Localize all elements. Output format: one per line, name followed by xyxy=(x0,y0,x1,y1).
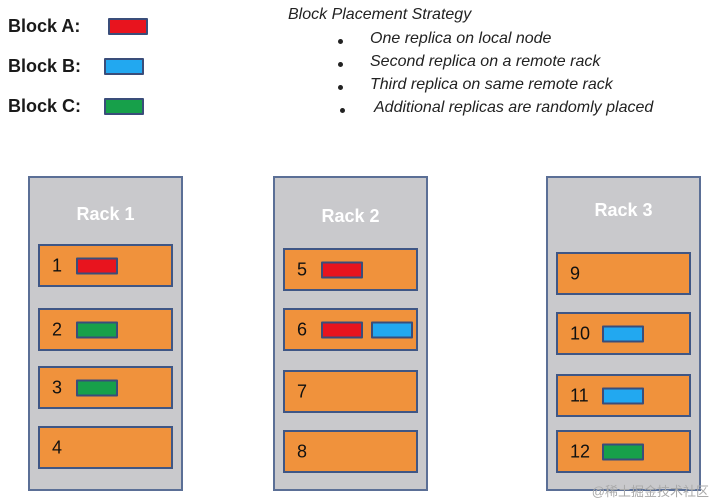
block-a-replica xyxy=(321,261,363,278)
block-b-replica xyxy=(602,325,644,342)
node-number: 2 xyxy=(52,319,63,339)
block-c-replica xyxy=(76,379,118,396)
block-c-replica xyxy=(76,321,118,338)
rack-title: Rack 2 xyxy=(321,206,380,226)
watermark: @稀土掘金技术社区 xyxy=(591,484,709,499)
node-10: 10 xyxy=(556,312,691,355)
rack-2: Rack 2 5 6 7 8 xyxy=(273,176,428,491)
node-number: 6 xyxy=(297,319,308,339)
node-7: 7 xyxy=(283,370,418,413)
legend-swatch xyxy=(104,98,144,115)
block-c-replica xyxy=(602,443,644,460)
node-number: 8 xyxy=(297,441,308,461)
strategy-item-text: Third replica on same remote rack xyxy=(370,76,613,93)
block-a-replica xyxy=(76,257,118,274)
rack-title: Rack 3 xyxy=(594,200,653,220)
block-a-replica xyxy=(321,321,363,338)
legend-row: Block A: xyxy=(8,12,158,42)
legend-row: Block C: xyxy=(8,92,158,122)
legend-swatch xyxy=(108,18,148,35)
node-number: 10 xyxy=(570,323,591,343)
bullet-icon xyxy=(338,39,343,44)
block-b-replica xyxy=(371,321,413,338)
node-number: 1 xyxy=(52,255,63,275)
node-3: 3 xyxy=(38,366,173,409)
node-number: 11 xyxy=(570,385,589,405)
strategy-title: Block Placement Strategy xyxy=(288,6,472,23)
strategy-item-text: Additional replicas are randomly placed xyxy=(374,99,654,116)
legend-label: Block B: xyxy=(8,56,82,76)
legend-row: Block B: xyxy=(8,52,158,82)
node-number: 7 xyxy=(297,381,308,401)
node-1: 1 xyxy=(38,244,173,287)
node-9: 9 xyxy=(556,252,691,295)
rack-title: Rack 1 xyxy=(76,204,135,224)
legend-swatch xyxy=(104,58,144,75)
node-number: 3 xyxy=(52,377,63,397)
bullet-icon xyxy=(338,85,343,90)
node-number: 12 xyxy=(570,441,591,461)
rack-3: Rack 3 9 10 11 12 xyxy=(546,176,701,491)
node-6: 6 xyxy=(283,308,418,351)
node-4: 4 xyxy=(38,426,173,469)
node-number: 9 xyxy=(570,263,581,283)
rack-1: Rack 1 1 2 3 4 xyxy=(28,176,183,491)
bullet-icon xyxy=(340,108,345,113)
bullet-icon xyxy=(338,62,343,67)
node-12: 12 xyxy=(556,430,691,473)
block-b-replica xyxy=(602,387,644,404)
strategy-item-text: Second replica on a remote rack xyxy=(370,53,601,70)
node-number: 4 xyxy=(52,437,63,457)
node-2: 2 xyxy=(38,308,173,351)
node-8: 8 xyxy=(283,430,418,473)
node-number: 5 xyxy=(297,259,308,279)
node-5: 5 xyxy=(283,248,418,291)
legend-label: Block C: xyxy=(8,96,82,116)
node-11: 11 xyxy=(556,374,691,417)
legend-label: Block A: xyxy=(8,16,81,36)
strategy-item-text: One replica on local node xyxy=(370,30,552,47)
